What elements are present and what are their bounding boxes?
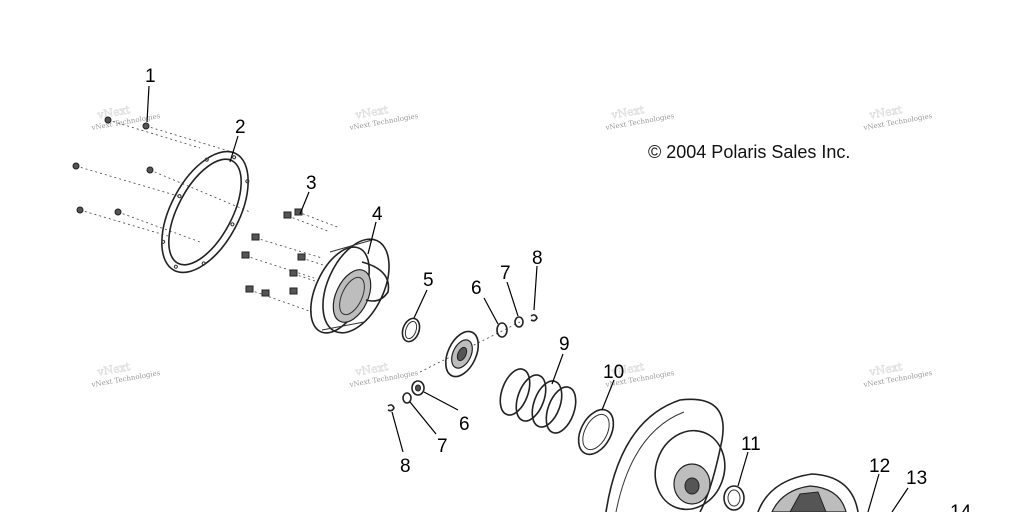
callout-7-lower: 7 [437,436,448,457]
svg-text:vNext: vNext [609,103,645,122]
part-bearing-6 [411,321,521,396]
callout-6: 6 [471,278,482,299]
callout-10: 10 [603,362,624,383]
svg-text:vNext: vNext [867,103,903,122]
callout-8: 8 [532,248,543,269]
watermark: vNext vNext Technologies [604,103,675,132]
callout-3: 3 [306,173,317,194]
callout-12: 12 [869,456,890,477]
watermark: vNext vNext Technologies [862,103,933,132]
callout-9: 9 [559,334,570,355]
svg-text:vNext: vNext [353,360,389,379]
part-washers-7-8 [387,314,538,412]
callout-8-lower: 8 [400,456,411,477]
part-ring-10 [577,408,615,456]
leader-lines [146,85,909,512]
callouts: 1 2 3 4 5 6 7 8 9 10 11 12 13 14 6 7 8 [145,66,972,512]
callout-6-lower: 6 [459,414,470,435]
callout-11: 11 [741,434,761,455]
watermark: vNext vNext Technologies [862,360,933,389]
part-ring-11 [723,485,745,511]
part-clutch-body-12 [757,473,859,512]
svg-text:vNext: vNext [867,360,903,379]
part-spring-9 [499,368,577,434]
svg-text:vNext: vNext [95,360,131,379]
callout-1: 1 [145,66,156,87]
watermark: vNext vNext Technologies [348,103,419,132]
callout-5: 5 [423,270,434,291]
copyright-notice: © 2004 Polaris Sales Inc. [648,142,850,162]
callout-7: 7 [500,263,511,284]
part-screws-1 [72,116,251,243]
callout-4: 4 [372,204,383,225]
watermark: vNext vNext Technologies [90,360,161,389]
part-sheave [605,398,726,512]
part-cover-housing-4 [310,238,390,334]
svg-text:vNext: vNext [95,103,131,122]
svg-text:vNext: vNext [609,360,645,379]
part-ring-5 [401,317,421,343]
callout-14: 14 [950,502,972,512]
svg-text:vNext: vNext [353,103,389,122]
callout-2: 2 [235,117,246,138]
watermark: vNext vNext Technologies [90,103,161,132]
part-gasket-2 [161,150,250,274]
watermarks: vNext vNext Technologies vNext vNext Tec… [90,103,933,389]
callout-13: 13 [906,468,927,489]
watermark: vNext vNext Technologies [348,360,419,389]
part-bolts-3 [241,208,341,313]
